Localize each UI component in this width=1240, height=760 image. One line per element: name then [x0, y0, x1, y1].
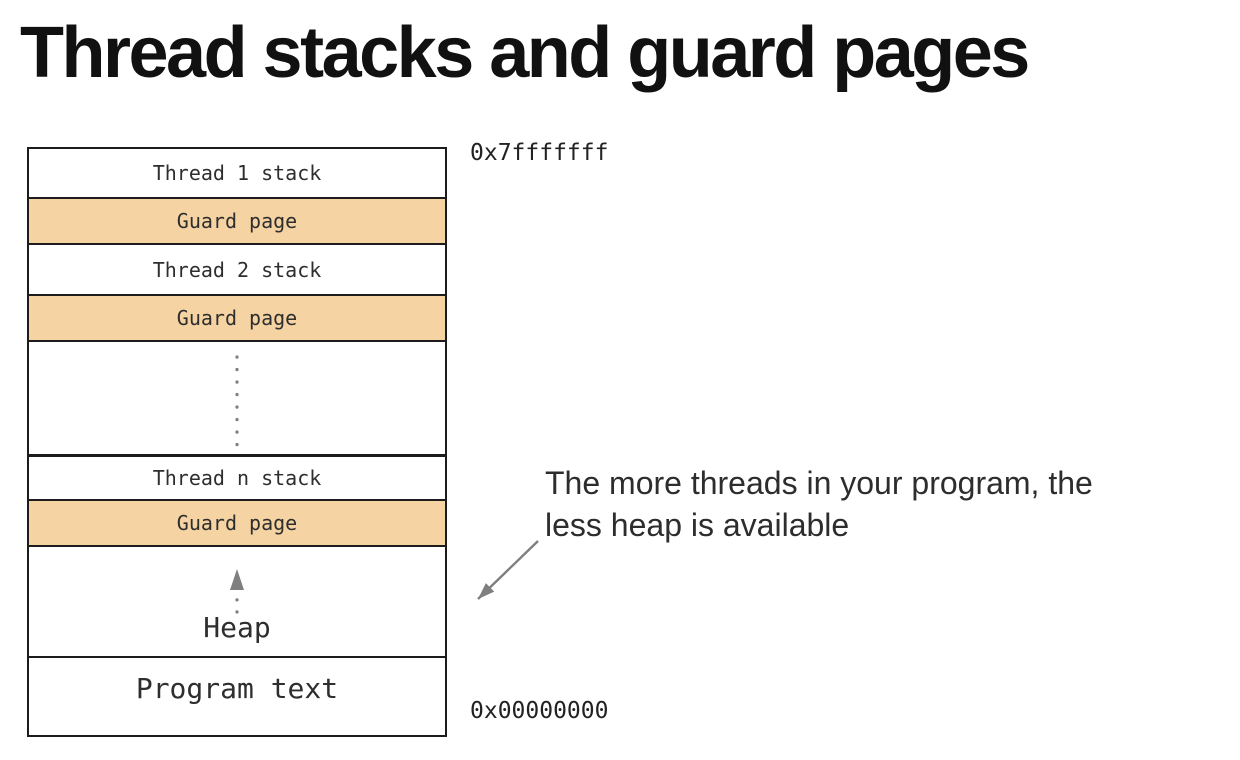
region-label: Thread 2 stack — [152, 257, 322, 282]
more-stacks-ellipsis-region — [29, 340, 445, 454]
annotation-text: The more threads in your program, the le… — [545, 462, 1240, 546]
program-text-region: Program text — [29, 656, 445, 718]
bottom-address-label: 0x00000000 — [470, 698, 609, 724]
region-label: Heap — [203, 611, 271, 644]
region-label: Program text — [135, 671, 339, 705]
region-label: Thread n stack — [152, 466, 322, 490]
thread-2-stack-region: Thread 2 stack — [29, 243, 445, 294]
region-label: Guard page — [176, 306, 298, 330]
page-title: Thread stacks and guard pages — [20, 13, 1030, 93]
region-label: Guard page — [176, 511, 298, 535]
guard-page-region-1: Guard page — [29, 197, 445, 243]
region-label: Guard page — [176, 209, 298, 233]
top-address-label: 0x7fffffff — [470, 140, 609, 166]
annotation-line-1: The more threads in your program, the — [545, 465, 1093, 501]
annotation-line-2: less heap is available — [545, 507, 850, 543]
heap-region: Heap — [29, 545, 445, 656]
guard-page-region-2: Guard page — [29, 294, 445, 340]
thread-1-stack-region: Thread 1 stack — [29, 149, 445, 197]
thread-n-stack-region: Thread n stack — [29, 454, 445, 499]
annotation-arrow-icon — [477, 540, 539, 600]
region-label: Thread 1 stack — [152, 161, 322, 185]
guard-page-region-3: Guard page — [29, 499, 445, 545]
